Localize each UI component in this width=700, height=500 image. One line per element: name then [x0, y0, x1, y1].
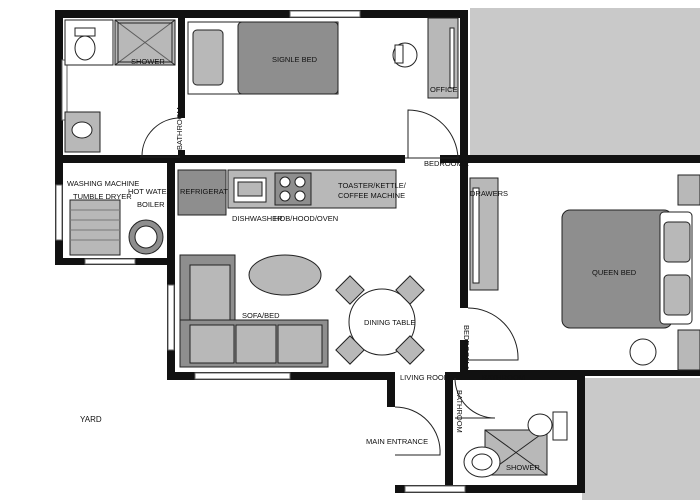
yard-label: YARD	[80, 415, 102, 424]
dining-table-label: DINING TABLE	[364, 318, 415, 327]
refrigerator	[177, 169, 227, 216]
door-bedroom2	[405, 109, 459, 159]
bedroom1-chair	[629, 338, 657, 366]
bedroom1-label: BEDROOM 1	[462, 325, 471, 370]
living-room-label: LIVING ROOM	[400, 373, 450, 382]
coffee-table	[248, 254, 322, 296]
top-bathroom: SHOWER BATHROOM	[64, 19, 184, 153]
tumble-dryer-label: TUMBLE DRYER	[73, 192, 132, 201]
sofa-bed-label: SOFA/BED	[242, 311, 280, 320]
toilet-bottom-icon	[527, 413, 553, 437]
refrigerator-label: REFRIGERATOR	[180, 187, 239, 196]
bedroom2-label: BEDROOM 2	[424, 159, 469, 168]
boiler-label: BOILER	[137, 200, 165, 209]
main-entrance-label: MAIN ENTRANCE	[366, 437, 428, 446]
window-entrance	[404, 485, 466, 493]
shower-label-bottom: SHOWER	[506, 463, 540, 472]
nightstand-top	[677, 174, 700, 206]
toilet-icon	[74, 35, 96, 61]
laundry: WASHING MACHINE TUMBLE DRYER HOT WATER B…	[67, 179, 173, 256]
hob-label: HOB/HOOD/OVEN	[274, 214, 338, 223]
dining-table	[348, 288, 416, 356]
hob	[274, 172, 312, 206]
single-bed-label: SIGNLE BED	[272, 55, 318, 64]
window-laundry-bottom	[84, 258, 136, 265]
door-bathroom-top	[140, 117, 181, 158]
door-bathroom-low	[454, 377, 496, 419]
queen-bed-label: QUEEN BED	[592, 268, 637, 277]
coffee-machine-label: COFFEE MACHINE	[338, 191, 405, 200]
window-living-left	[167, 284, 175, 351]
bathroom-label-top: BATHROOM	[175, 107, 184, 150]
nightstand-bottom	[677, 329, 700, 371]
bedroom2: SIGNLE BED OFFICE BEDROOM 2	[187, 17, 469, 168]
door-bedroom1	[467, 307, 519, 361]
neighbour-area-top-right	[470, 8, 700, 160]
kitchen: REFRIGERATOR TOASTER/KETTLE/ COFFEE MACH…	[177, 169, 407, 223]
window-laundry	[55, 184, 63, 241]
dishwasher-label: DISHWASHER	[232, 214, 283, 223]
toaster-label: TOASTER/KETTLE/	[338, 181, 407, 190]
washing-machine	[69, 199, 121, 256]
washing-machine-label: WASHING MACHINE	[67, 179, 139, 188]
hot-water-label: HOT WATER	[128, 187, 173, 196]
bathroom-low-label: BATHROOM	[455, 390, 464, 433]
door-main-entrance	[394, 406, 441, 456]
window-living-bottom	[194, 372, 291, 380]
bathroom-mid-label: BATHROOM	[482, 373, 525, 382]
lower-bathroom: SHOWER BATHROOM	[455, 390, 568, 478]
bedroom1: DRAWERS QUEEN BED BATHROOM	[469, 174, 700, 382]
drawers-label: DRAWERS	[470, 189, 508, 198]
office-label: OFFICE	[430, 85, 458, 94]
neighbour-area-bottom-right	[582, 378, 700, 500]
window-bedroom2	[289, 10, 361, 18]
shower-label-top: SHOWER	[131, 57, 165, 66]
window-bath-top	[61, 59, 68, 121]
living-room: SOFA/BED DINING TABLE LIVING ROOM BEDROO…	[179, 254, 471, 382]
